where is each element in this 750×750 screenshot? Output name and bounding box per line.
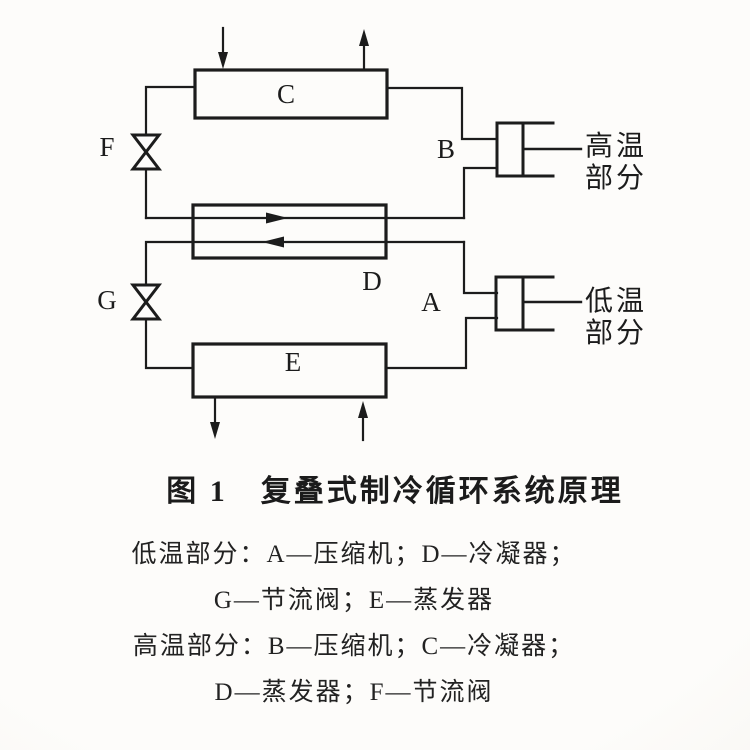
figure-caption: 图 1 复叠式制冷循环系统原理 — [166, 475, 624, 508]
flow-arrow-left-icon — [262, 236, 284, 248]
pipe-compressor-a-to-d — [462, 240, 499, 295]
valve-f-icon — [129, 133, 163, 171]
svg-text:低温: 低温 — [585, 285, 647, 317]
label-valve-g: G — [97, 285, 117, 315]
evaporator-e-box — [191, 342, 388, 399]
water-in-arrow-icon — [218, 26, 228, 69]
flow-arrow-right-icon — [266, 212, 288, 224]
legend-line-high-temp-1: 高温部分：B—压缩机；C—冷凝器； — [132, 633, 576, 660]
high-temp-section-label: 高温 部分 — [585, 130, 647, 194]
svg-text:高温: 高温 — [585, 130, 647, 162]
compressor-b-icon — [495, 121, 583, 178]
pipes — [144, 85, 499, 370]
pipe-c-to-valve-f — [144, 85, 197, 137]
cascade-heat-exchanger-d-box — [191, 203, 388, 260]
chilled-in-arrow-icon — [358, 401, 368, 442]
legend-line-low-temp-2: G—节流阀；E—蒸发器 — [213, 587, 495, 614]
water-out-arrow-icon — [359, 29, 369, 70]
pipe-d-bottom-line-to-valve-g — [144, 240, 466, 287]
svg-text:部分: 部分 — [585, 317, 647, 349]
valve-g-icon — [129, 283, 163, 321]
figure-legend: 低温部分：A—压缩机；D—冷凝器； G—节流阀；E—蒸发器 高温部分：B—压缩机… — [0, 532, 708, 716]
label-compressor-a: A — [421, 287, 441, 317]
svg-text:部分: 部分 — [585, 162, 647, 194]
pipe-valve-g-to-e — [144, 317, 195, 370]
chilled-out-arrow-icon — [210, 396, 220, 439]
label-evaporator-e: E — [285, 347, 302, 377]
pipe-e-to-compressor-a — [384, 316, 499, 370]
legend-line-high-temp-2: D—蒸发器；F—节流阀 — [214, 679, 494, 706]
pipe-d-to-compressor-b — [462, 166, 499, 220]
pipe-compressor-b-to-c — [385, 86, 499, 141]
low-temp-section-label: 低温 部分 — [585, 285, 647, 349]
label-compressor-b: B — [437, 134, 455, 164]
legend-line-low-temp-1: 低温部分：A—压缩机；D—冷凝器； — [131, 541, 577, 568]
label-valve-f: F — [99, 132, 114, 162]
refrigeration-cycle-diagram: C D E A B F G 高温 部分 低温 部分 — [97, 26, 647, 442]
label-condenser-c: C — [277, 79, 295, 109]
compressor-a-icon — [494, 275, 583, 332]
condenser-c-box — [193, 68, 389, 120]
label-heat-exchanger-d: D — [362, 266, 382, 296]
